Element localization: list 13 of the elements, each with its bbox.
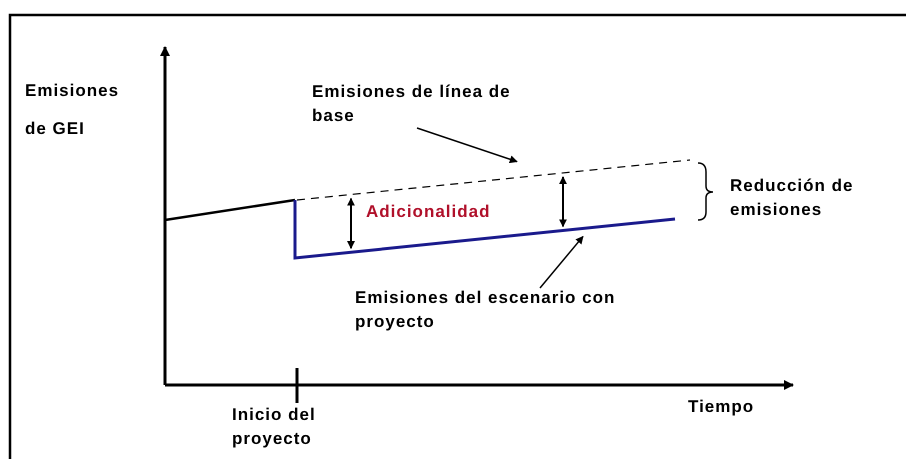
baseline-line [296, 159, 690, 201]
axis-title: Emisiones de GEI [25, 80, 120, 140]
annotation-text: Emisiones de línea de base [312, 80, 552, 128]
axis-title: Tiempo [688, 396, 756, 418]
leader-arrow [416, 127, 518, 164]
annotation-text: Emisiones del escenario con proyecto [355, 286, 695, 334]
double-arrow [347, 198, 355, 250]
project-line [294, 200, 676, 260]
annotation-text: Reducción de emisiones [730, 175, 854, 221]
axis-label: Inicio del proyecto [232, 404, 317, 450]
double-arrow [559, 176, 567, 228]
leader-arrow [539, 236, 584, 288]
annotation-text: Adicionalidad [366, 201, 492, 223]
